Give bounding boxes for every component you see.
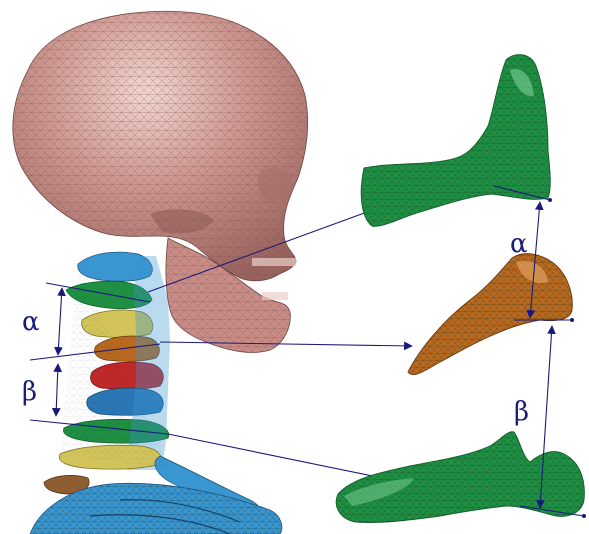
alpha-label-right: α xyxy=(510,229,528,259)
isolated-c7-vertebra xyxy=(336,432,584,523)
beta-label-right: β xyxy=(514,397,529,427)
beta-dimension-arrow xyxy=(56,364,58,416)
arrow-to-c7-detail xyxy=(168,434,392,480)
isolated-c2-vertebra xyxy=(361,55,550,227)
alpha-dimension-arrow xyxy=(58,288,62,355)
alpha-label-left: α xyxy=(22,307,40,337)
isolated-c4-vertebra xyxy=(408,254,572,375)
arrow-to-c4-detail xyxy=(160,342,412,346)
beta-label-left: β xyxy=(22,377,37,407)
